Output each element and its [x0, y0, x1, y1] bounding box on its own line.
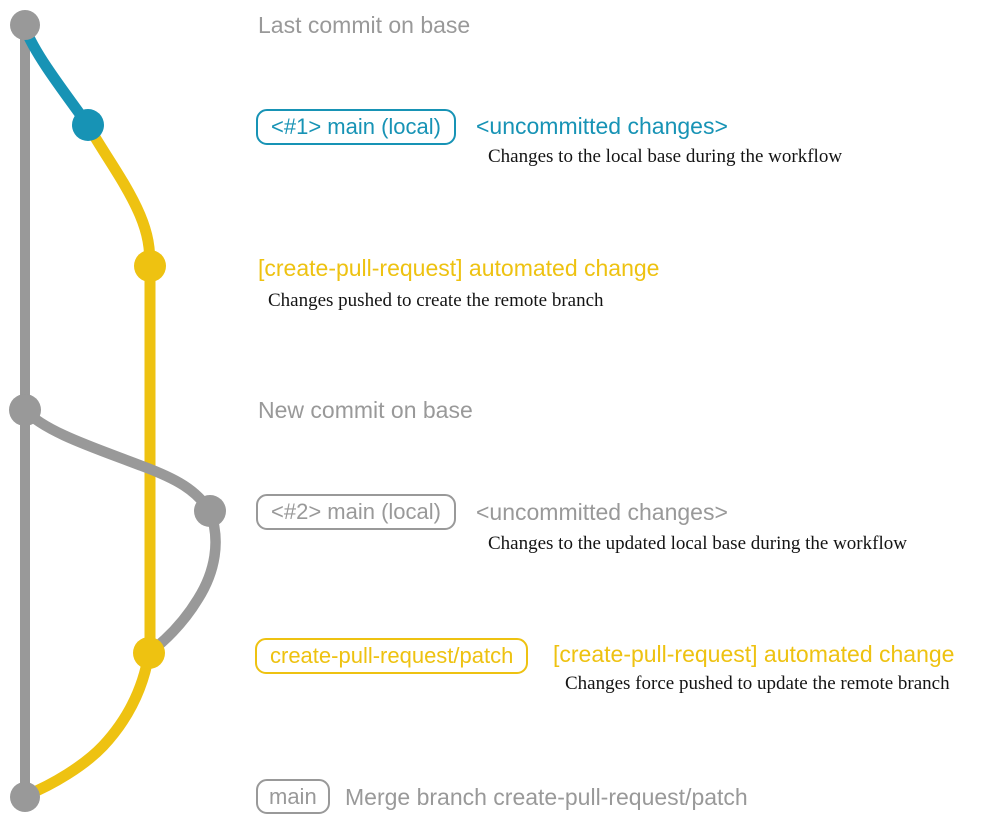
commit-dot-local-main-2 [194, 495, 226, 527]
rebase-curve [19, 404, 216, 517]
commit-label-last-commit: Last commit on base [258, 12, 471, 38]
commit-dot-patch-push-1 [134, 250, 166, 282]
commit-label-merge: Merge branch create-pull-request/patch [345, 784, 748, 810]
branch-badge-main-local-1: <#1> main (local) [256, 109, 456, 145]
commit-dot-patch-push-2 [133, 637, 165, 669]
patch-branch-create-curve [82, 119, 156, 272]
force-push-curve [143, 505, 221, 659]
commit-message-uncommitted-1: <uncommitted changes> [476, 113, 728, 139]
commit-dot-base-merge [10, 782, 40, 812]
branch-badge-main-local-2: <#2> main (local) [256, 494, 456, 530]
git-graph [9, 10, 226, 812]
commit-message-automated-change-2: [create-pull-request] automated change [553, 641, 955, 667]
commit-message-automated-change-1: [create-pull-request] automated change [258, 255, 660, 281]
commit-dot-base-new [9, 394, 41, 426]
description-push-1: Changes pushed to create the remote bran… [268, 290, 604, 311]
commit-message-uncommitted-2: <uncommitted changes> [476, 499, 728, 525]
patch-merge-curve [21, 647, 155, 801]
description-force-push: Changes force pushed to update the remot… [565, 673, 950, 694]
commit-dot-local-main-1 [72, 109, 104, 141]
branch-badge-main: main [256, 779, 330, 814]
description-uncommitted-1: Changes to the local base during the wor… [488, 146, 843, 167]
branch-badge-patch: create-pull-request/patch [255, 638, 529, 674]
commit-dot-base-tip [10, 10, 40, 40]
commit-label-new-commit: New commit on base [258, 397, 473, 423]
local-main-branch-curve [19, 22, 94, 131]
description-uncommitted-2: Changes to the updated local base during… [488, 533, 907, 554]
